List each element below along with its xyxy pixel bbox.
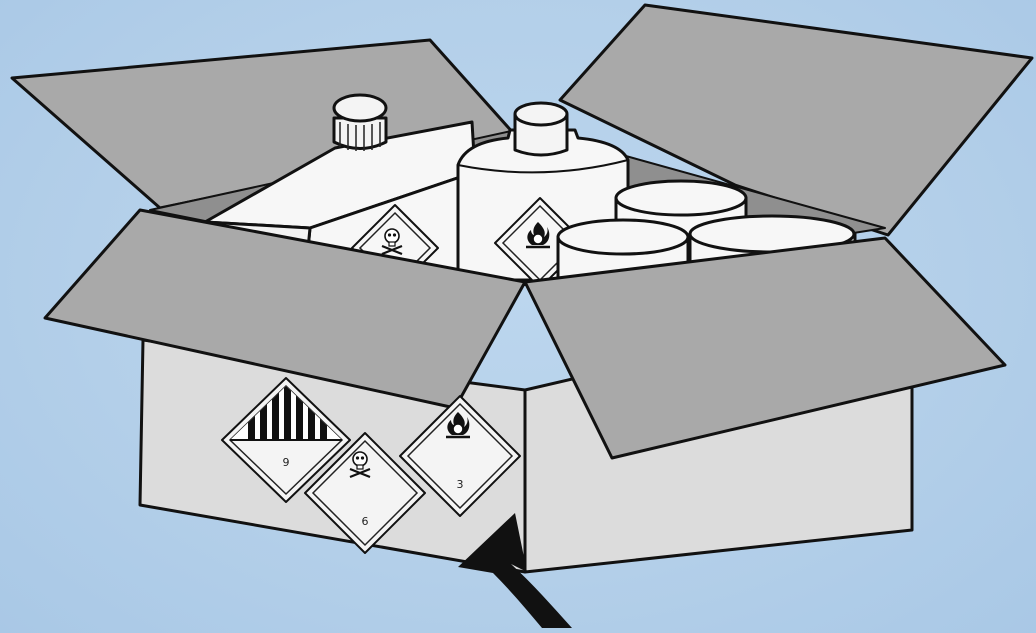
hazard-label-class3-number: 3 (457, 478, 464, 491)
jerrycan-cap (334, 95, 386, 151)
hazard-label-class6-number: 6 (362, 515, 369, 528)
hazard-label-class9-number: 9 (283, 456, 290, 469)
bottle-cap (515, 103, 567, 155)
